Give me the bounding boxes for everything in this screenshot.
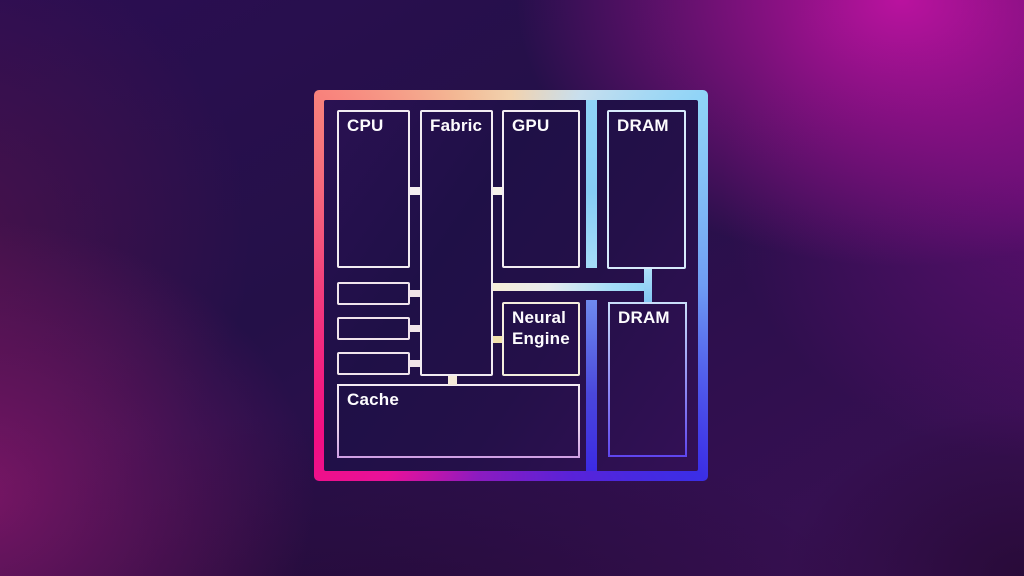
memory-divider-bottom bbox=[586, 300, 597, 471]
cpu-block: CPU bbox=[337, 110, 410, 268]
connector-cpu-fabric bbox=[410, 187, 420, 195]
connector-io-block-1-fabric bbox=[410, 290, 420, 297]
dram-bottom-label: DRAM bbox=[618, 308, 670, 327]
cpu-label: CPU bbox=[347, 116, 384, 135]
gpu-label: GPU bbox=[512, 116, 550, 135]
cache-label: Cache bbox=[347, 390, 400, 409]
dram-top-label: DRAM bbox=[617, 116, 669, 135]
gpu-block: GPU bbox=[502, 110, 580, 268]
io-block-2 bbox=[337, 317, 410, 340]
dram-bottom-block: DRAM bbox=[608, 302, 687, 457]
connector-fabric-neural-engine bbox=[493, 336, 502, 343]
io-block-1 bbox=[337, 282, 410, 305]
cache-block: Cache bbox=[337, 384, 580, 458]
io-block-3 bbox=[337, 352, 410, 375]
connector-fabric-cache bbox=[448, 376, 457, 385]
dram-top-block: DRAM bbox=[607, 110, 686, 269]
connector-io-block-2-fabric bbox=[410, 325, 420, 332]
connector-io-block-3-fabric bbox=[410, 360, 420, 367]
connector-dram-dram-bus bbox=[644, 269, 652, 302]
connector-fabric-dram-bus bbox=[493, 283, 652, 291]
connector-fabric-gpu bbox=[493, 187, 502, 195]
fabric-label: Fabric bbox=[430, 116, 483, 135]
neural-engine-label: Neural Engine bbox=[512, 308, 570, 348]
neural-engine-block: Neural Engine bbox=[502, 302, 580, 376]
fabric-block: Fabric bbox=[420, 110, 493, 376]
memory-divider-top bbox=[586, 100, 597, 268]
